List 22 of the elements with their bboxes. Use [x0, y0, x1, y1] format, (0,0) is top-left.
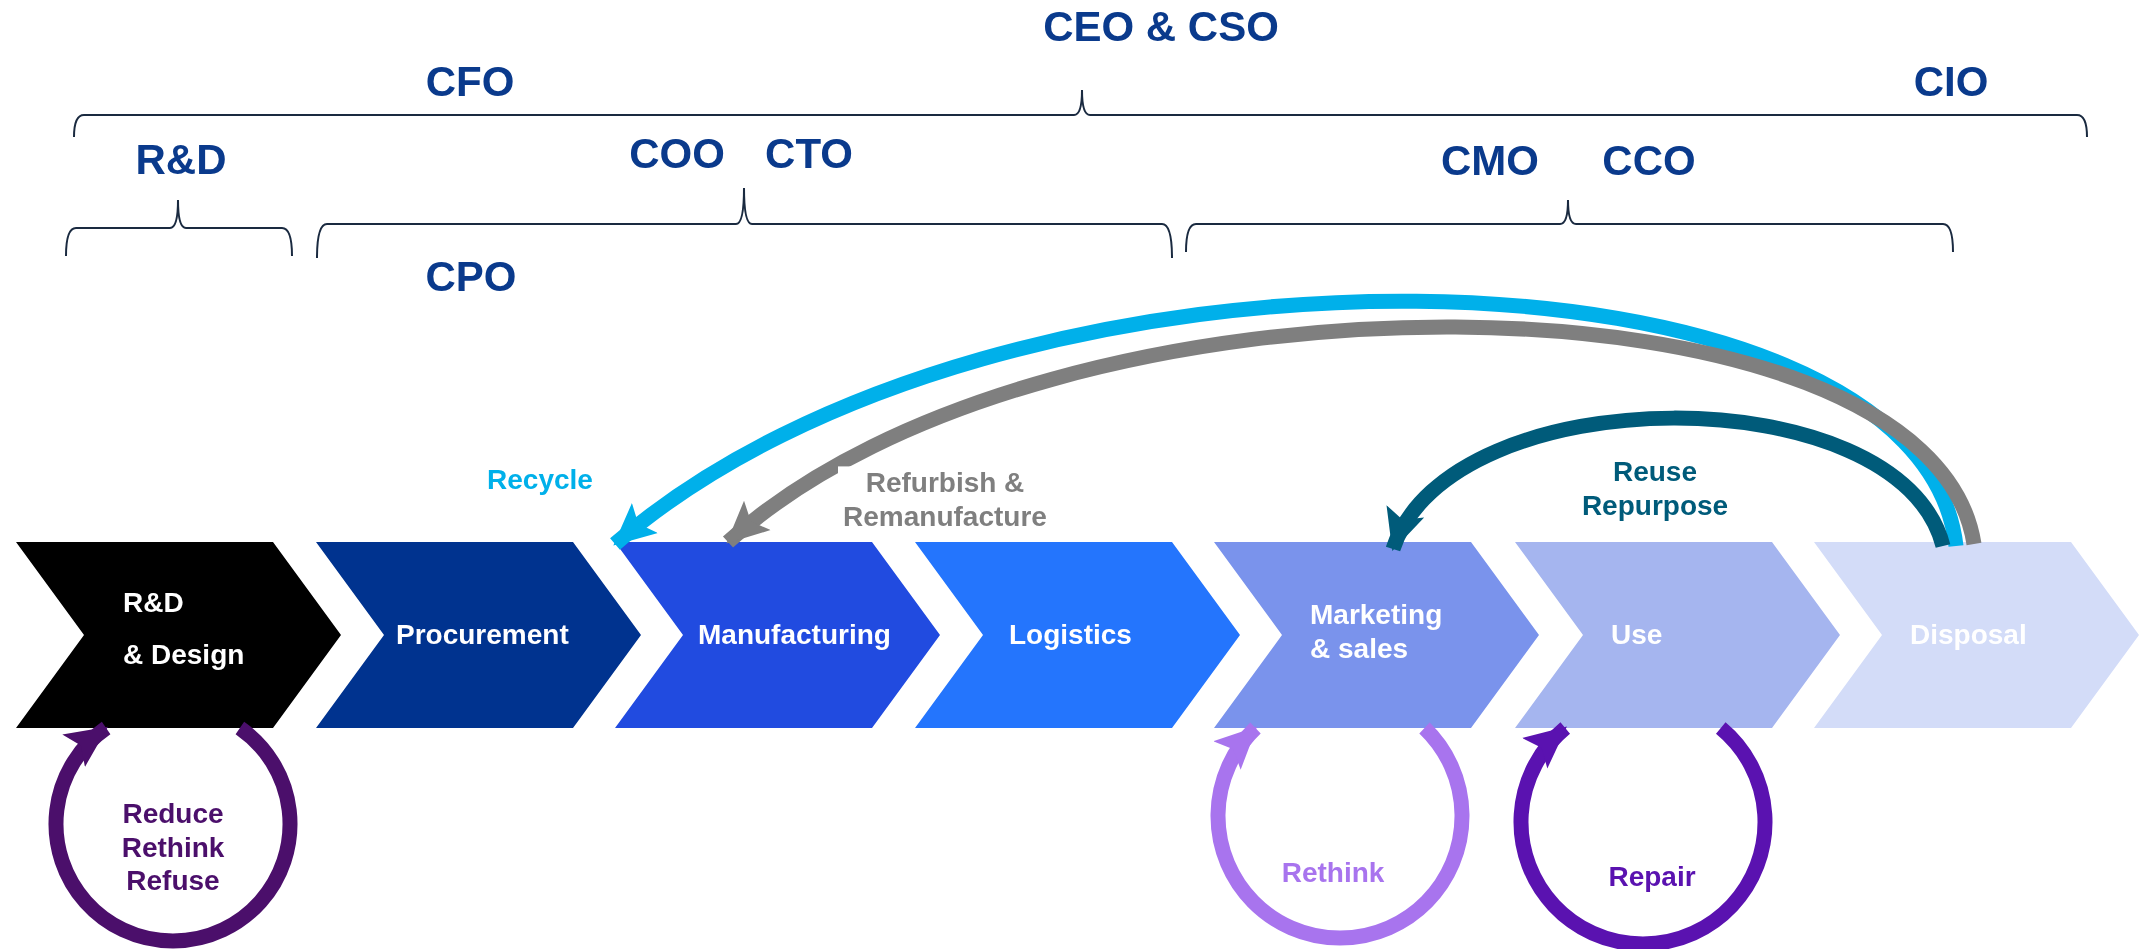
- role-label: CMO: [1441, 137, 1539, 185]
- step-label: Marketing & sales: [1310, 598, 1444, 666]
- role-label: CIO: [1913, 58, 1989, 106]
- role-label: CCO: [1602, 137, 1696, 185]
- curved-arrow: [1386, 410, 1950, 553]
- circular-arrow: [1513, 722, 1773, 949]
- role-label: CPO: [425, 253, 517, 301]
- role-label: CTO: [765, 130, 853, 178]
- step-label: Logistics: [1009, 618, 1132, 652]
- curved-arrow: [723, 319, 1981, 549]
- circular-arrow: [1210, 722, 1470, 946]
- step-label: Procurement: [396, 618, 569, 652]
- role-label: COO: [629, 130, 725, 178]
- role-label: CFO: [425, 58, 515, 106]
- role-label: R&D: [135, 136, 227, 184]
- step-label: R&D: [123, 586, 184, 620]
- role-label: CEO & CSO: [1043, 3, 1279, 51]
- step-label: Manufacturing: [698, 618, 891, 652]
- curved-arrow: [610, 294, 1964, 551]
- circular-arrow: [48, 722, 298, 949]
- step-label: & Design: [123, 637, 245, 672]
- step-label: Use: [1611, 618, 1663, 652]
